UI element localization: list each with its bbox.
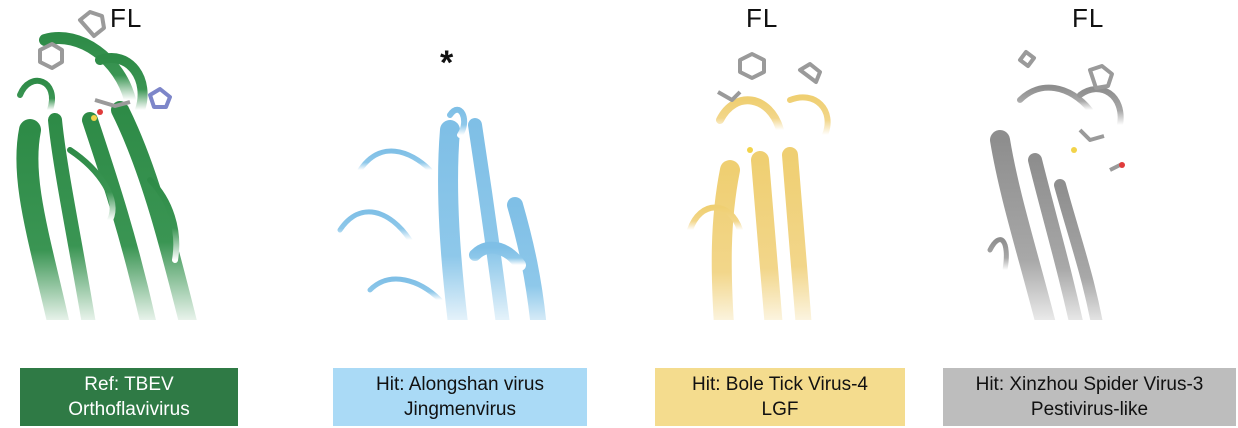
label-tbev: Ref: TBEV Orthoflavivirus [20, 368, 238, 426]
label-line-1: Ref: TBEV [84, 374, 174, 395]
fusion-loop-marker: FL [1072, 3, 1105, 33]
label-line-1: Hit: Bole Tick Virus-4 [692, 374, 868, 395]
protein-structure-tbev [16, 10, 197, 320]
protein-structure-alongshan [337, 106, 547, 320]
fusion-loop-marker: FL [110, 3, 143, 33]
protein-structure-bole [687, 52, 831, 320]
panel-xinzhou: FL Hit: Xinzhou Spider Virus-3 P [940, 0, 1238, 428]
label-line-2: Orthoflavivirus [68, 399, 190, 420]
label-alongshan: Hit: Alongshan virus Jingmenvirus [333, 368, 587, 426]
label-line-1: Hit: Alongshan virus [376, 374, 544, 395]
label-line-1: Hit: Xinzhou Spider Virus-3 [975, 374, 1204, 395]
label-line-2: Pestivirus-like [1030, 399, 1149, 420]
protein-structure-xinzhou [987, 50, 1125, 320]
label-xinzhou: Hit: Xinzhou Spider Virus-3 Pestivirus-l… [943, 368, 1236, 426]
label-bole: Hit: Bole Tick Virus-4 LGF [655, 368, 905, 426]
label-line-2: LGF [761, 399, 799, 420]
panel-bole: FL Hit: Bole Tick Virus-4 LGF [640, 0, 920, 428]
label-line-2: Jingmenvirus [404, 399, 516, 420]
fusion-loop-marker: FL [746, 3, 779, 33]
panel-tbev: FL Ref: TBEV [0, 0, 240, 428]
asterisk-marker: * [440, 44, 454, 82]
panel-alongshan: * Hit: Alongshan virus Jingmenvirus [300, 0, 620, 428]
